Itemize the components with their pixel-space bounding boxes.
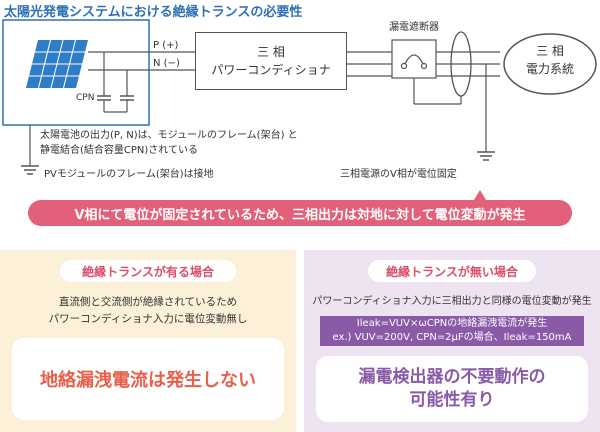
with-transformer-text2: パワーコンディショナ入力に電位変動無し <box>48 313 248 325</box>
switch-icon <box>403 54 425 67</box>
cpn-label: CPN <box>76 93 95 103</box>
conditioner-line2: パワーコンディショナ <box>211 63 331 77</box>
with-transformer-text: 直流側と交流側が絶縁されているため パワーコンディショナ入力に電位変動無し <box>0 294 296 328</box>
circuit-diagram <box>2 19 597 200</box>
false-trip-result: 漏電検出器の不要動作の 可能性有り <box>316 356 588 422</box>
ground-icon <box>477 151 495 161</box>
warning-banner: V相にて電位が固定されているため、三相出力は対地に対して電位変動が発生 <box>28 200 572 226</box>
ground-icon <box>21 165 39 175</box>
grid-line2: 電力系統 <box>525 62 574 76</box>
breaker-box <box>391 39 437 79</box>
conditioner-line1: 三 相 <box>257 45 285 59</box>
with-transformer-heading: 絶縁トランスが有る場合 <box>60 260 236 282</box>
pv-coupling-note: 太陽電池の出力(P, N)は、モジュールのフレーム(架台) と 静電結合(結合容… <box>40 128 298 158</box>
with-transformer-panel: 絶縁トランスが有る場合 直流側と交流側が絶縁されているため パワーコンディショナ… <box>0 250 296 432</box>
n-label: N (−) <box>153 58 180 69</box>
note-pv-line1: 太陽電池の出力(P, N)は、モジュールのフレーム(架台) と <box>40 130 298 141</box>
p-label: P (+) <box>153 40 179 51</box>
without-transformer-text: パワーコンディショナ入力に三相出力と同様の電位変動が発生 <box>312 296 592 307</box>
grid-line1: 三 相 <box>536 44 564 58</box>
power-grid-outline <box>503 33 597 95</box>
result-line1: 漏電検出器の不要動作の <box>358 367 546 387</box>
formula-line2: ex.) VUV=200V, CPN=2μFの場合、Ileak=150mA <box>332 332 572 343</box>
with-transformer-text1: 直流側と交流側が絶縁されているため <box>58 296 238 308</box>
without-transformer-panel: 絶縁トランスが無い場合 パワーコンディショナ入力に三相出力と同様の電位変動が発生… <box>304 250 600 432</box>
power-grid-label: 三 相 電力系統 <box>504 42 596 78</box>
frame-ground-note: PVモジュールのフレーム(架台)は接地 <box>44 169 214 180</box>
arrow-up-icon <box>474 190 486 200</box>
no-leakage-result: 地絡漏洩電流は発生しない <box>12 338 284 420</box>
result-line2: 可能性有り <box>409 390 495 410</box>
page-title: 太陽光発電システムにおける絶縁トランスの必要性 <box>4 5 303 20</box>
formula-line1: Ileak=VUV×ωCPNの地絡漏洩電流が発生 <box>356 318 548 329</box>
v-phase-note: 三相電源のV相が電位固定 <box>340 169 457 180</box>
power-conditioner-box: 三 相 パワーコンディショナ <box>195 32 347 90</box>
leakage-formula-box: Ileak=VUV×ωCPNの地絡漏洩電流が発生 ex.) VUV=200V, … <box>320 316 584 346</box>
solar-panel-icon <box>26 39 88 89</box>
breaker-label: 漏電遮断器 <box>389 22 439 33</box>
without-transformer-heading: 絶縁トランスが無い場合 <box>368 260 536 282</box>
note-pv-line2: 静電結合(結合容量CPN)されている <box>40 145 198 156</box>
pv-frame-outline <box>2 19 150 126</box>
